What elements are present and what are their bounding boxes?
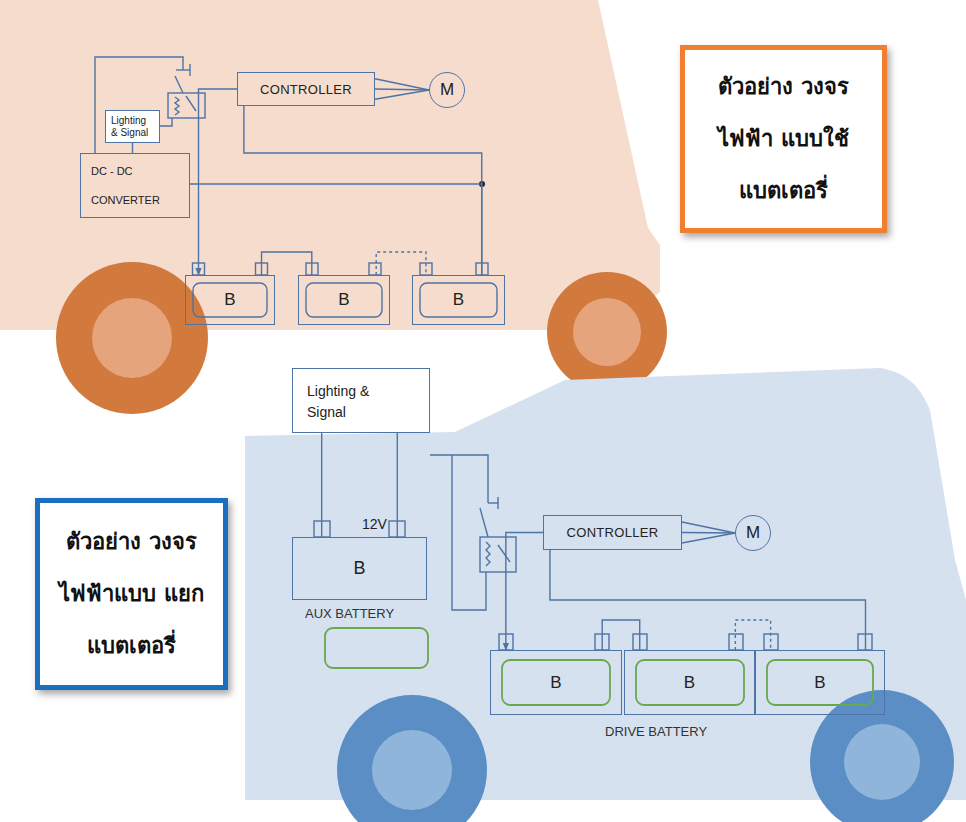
aux-battery-box: 12VB bbox=[292, 537, 427, 600]
wire-path bbox=[506, 533, 543, 651]
wire-path bbox=[682, 533, 735, 543]
battery-box: B bbox=[298, 275, 390, 325]
controller-box: CONTROLLER bbox=[543, 515, 682, 550]
switch-contact bbox=[488, 502, 498, 503]
wheel bbox=[547, 272, 667, 392]
node-text: B bbox=[684, 673, 695, 693]
wire bbox=[430, 455, 488, 503]
wire-connector bbox=[682, 522, 735, 543]
wire-path bbox=[375, 79, 429, 90]
title-box: ตัวอย่าง วงจรไฟฟ้าแบบ แยกแบตเตอรี่ bbox=[35, 498, 228, 690]
node-text: B bbox=[224, 290, 235, 310]
wire-path bbox=[132, 143, 133, 153]
node-text: DC - DC CONVERTER bbox=[91, 157, 179, 214]
wire-connector bbox=[550, 550, 866, 650]
wheel-hub bbox=[92, 298, 172, 378]
lighting-box: Lighting & Signal bbox=[105, 110, 160, 143]
wire-connector bbox=[376, 252, 426, 275]
part-label: AUX BATTERY bbox=[305, 606, 394, 621]
battery-cell bbox=[325, 628, 428, 668]
node-text: B bbox=[550, 673, 561, 693]
relay-symbol bbox=[168, 93, 205, 118]
node-text: CONTROLLER bbox=[260, 82, 352, 97]
battery-cell bbox=[767, 660, 873, 705]
converter-box: DC - DC CONVERTER bbox=[80, 153, 190, 218]
wire-path bbox=[682, 522, 735, 533]
wheel bbox=[337, 695, 487, 822]
switch-blade bbox=[480, 508, 488, 537]
node-text: Lighting & Signal bbox=[111, 115, 154, 139]
part-label: DRIVE BATTERY bbox=[605, 724, 707, 739]
wire-path bbox=[602, 620, 640, 650]
top-vehicle bbox=[0, 0, 667, 414]
wire-connector bbox=[735, 620, 770, 650]
wire-connector bbox=[375, 79, 429, 99]
switch-contact bbox=[176, 69, 190, 70]
wire-connector bbox=[132, 143, 133, 153]
wire-path bbox=[682, 532, 735, 534]
wire bbox=[160, 118, 172, 126]
battery-box: B bbox=[185, 275, 275, 325]
wire-path bbox=[199, 89, 238, 275]
wire-path bbox=[397, 433, 398, 537]
switch-blade bbox=[175, 76, 183, 93]
relay-symbol bbox=[480, 537, 516, 572]
battery-cell bbox=[420, 283, 497, 317]
wire-path bbox=[190, 184, 482, 275]
relay-coil bbox=[486, 542, 490, 566]
wire-path bbox=[376, 252, 426, 275]
wire-connector bbox=[506, 533, 543, 651]
battery-cell bbox=[636, 660, 744, 705]
node-text: B bbox=[453, 290, 464, 310]
wheel-hub bbox=[573, 298, 641, 366]
wire-connector bbox=[602, 620, 640, 650]
wire-path bbox=[262, 252, 312, 275]
node-text: B bbox=[814, 673, 825, 693]
battery-cell bbox=[502, 660, 610, 705]
node-text: M bbox=[440, 80, 454, 100]
relay-contact bbox=[186, 96, 196, 111]
node-text: ตัวอย่าง วงจรไฟฟ้าแบบ แยกแบตเตอรี่ bbox=[50, 516, 213, 672]
wire-connector bbox=[244, 106, 482, 275]
wheel-hub bbox=[844, 724, 920, 800]
switch-contact bbox=[189, 64, 190, 76]
battery-cell bbox=[306, 283, 382, 317]
battery-box: B bbox=[412, 275, 505, 325]
node-text: 12V bbox=[323, 516, 426, 532]
bottom-vehicle bbox=[245, 368, 966, 822]
wire-path bbox=[321, 433, 322, 537]
node-text: CONTROLLER bbox=[567, 525, 659, 540]
motor-circle: M bbox=[735, 515, 771, 551]
node-text: Lighting & Signal bbox=[307, 381, 387, 423]
battery-box: B bbox=[490, 650, 622, 715]
wire-path bbox=[244, 106, 482, 275]
battery-terminal bbox=[369, 263, 381, 275]
relay-coil bbox=[175, 97, 179, 115]
motor-circle: M bbox=[429, 72, 465, 108]
title-box: ตัวอย่าง วงจรไฟฟ้า แบบใช้แบตเตอรี่ bbox=[680, 45, 887, 233]
lighting-box: Lighting & Signal bbox=[292, 368, 430, 433]
wire-path bbox=[375, 89, 429, 90]
wire-connector bbox=[190, 184, 482, 275]
battery-cell bbox=[193, 283, 267, 317]
controller-box: CONTROLLER bbox=[237, 72, 375, 106]
switch-contact bbox=[497, 497, 498, 509]
wire-path bbox=[550, 550, 866, 650]
relay-contact bbox=[498, 545, 510, 562]
node-text: B bbox=[353, 558, 365, 579]
battery-box: B bbox=[624, 650, 755, 715]
node-text: B bbox=[338, 290, 349, 310]
wire bbox=[452, 455, 486, 610]
wheel bbox=[810, 690, 954, 822]
battery-box: B bbox=[755, 650, 885, 715]
node-text: M bbox=[746, 523, 760, 543]
wheel-hub bbox=[372, 730, 452, 810]
wire-connector bbox=[262, 252, 312, 275]
wire-connector bbox=[199, 89, 238, 275]
wire-path bbox=[735, 620, 770, 650]
node-text: ตัวอย่าง วงจรไฟฟ้า แบบใช้แบตเตอรี่ bbox=[695, 61, 872, 217]
wire-path bbox=[375, 90, 429, 99]
